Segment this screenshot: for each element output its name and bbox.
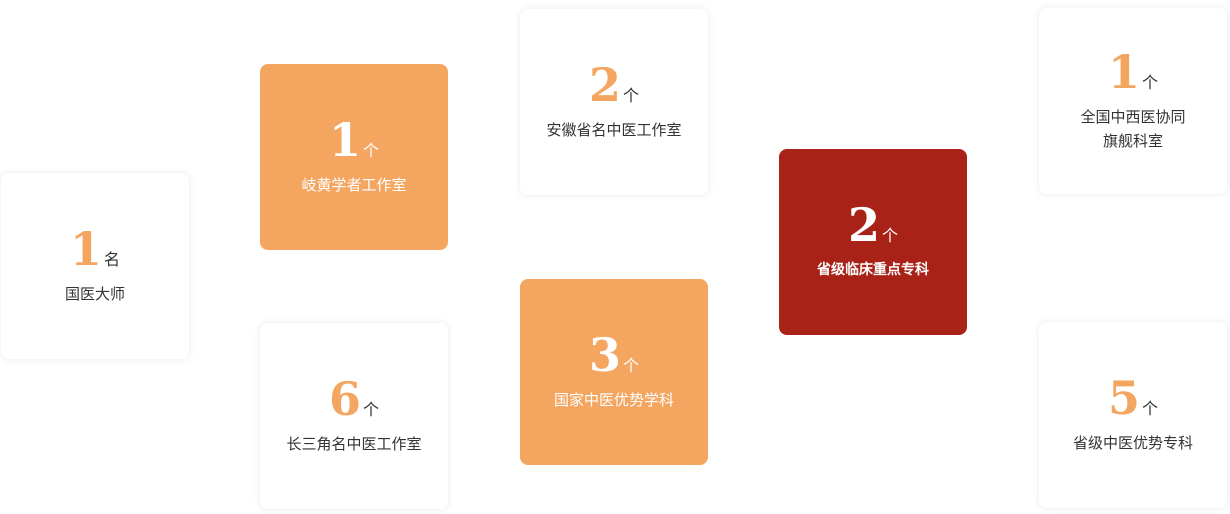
stat-unit: 个 [882, 226, 899, 245]
stat-number: 1 [69, 222, 102, 276]
stat-label: 安徽省名中医工作室 [546, 121, 682, 139]
stat-value: 3 个 [589, 332, 639, 378]
stat-unit: 个 [1142, 399, 1159, 418]
stat-card-national-advantage-discipline: 3 个 国家中医优势学科 [520, 279, 708, 465]
stat-number: 2 [588, 58, 621, 112]
stat-number: 6 [328, 372, 361, 426]
stat-number: 3 [588, 328, 621, 382]
stat-label: 国医大师 [64, 285, 125, 303]
stat-unit: 个 [1142, 73, 1159, 92]
stat-value: 5 个 [1108, 375, 1158, 421]
stat-label: 长三角名中医工作室 [286, 435, 422, 453]
stat-value: 1 个 [329, 117, 379, 163]
stat-number: 1 [328, 113, 361, 167]
stat-card-qihuang-scholar-studio: 1 个 岐黄学者工作室 [260, 64, 448, 250]
stat-card-yangtze-delta-studio: 6 个 长三角名中医工作室 [260, 323, 448, 509]
stat-unit: 个 [363, 141, 380, 160]
stat-unit: 个 [623, 356, 640, 375]
stat-value: 2 个 [589, 62, 639, 108]
stat-number: 1 [1107, 45, 1140, 99]
stat-unit: 个 [363, 400, 380, 419]
stat-unit: 名 [104, 250, 121, 269]
stat-card-provincial-key-specialty: 2 个 省级临床重点专科 [779, 149, 967, 335]
stat-unit: 个 [623, 86, 640, 105]
stat-value: 1 个 [1108, 49, 1158, 95]
stat-label: 岐黄学者工作室 [301, 176, 407, 194]
stat-value: 2 个 [848, 202, 898, 248]
stat-card-anhui-famous-doctor-studio: 2 个 安徽省名中医工作室 [520, 9, 708, 195]
stat-value: 1 名 [70, 226, 120, 272]
stat-label: 全国中西医协同 旗舰科室 [1080, 108, 1186, 150]
stat-number: 2 [847, 198, 880, 252]
stat-card-flagship-department: 1 个 全国中西医协同 旗舰科室 [1039, 8, 1227, 194]
stat-label: 省级中医优势专科 [1072, 434, 1193, 452]
stat-value: 6 个 [329, 376, 379, 422]
stat-label: 国家中医优势学科 [553, 391, 674, 409]
stat-card-national-master: 1 名 国医大师 [1, 173, 189, 359]
stat-number: 5 [1107, 371, 1140, 425]
stat-card-provincial-advantage-specialty: 5 个 省级中医优势专科 [1039, 322, 1227, 508]
stat-label: 省级临床重点专科 [817, 262, 929, 278]
